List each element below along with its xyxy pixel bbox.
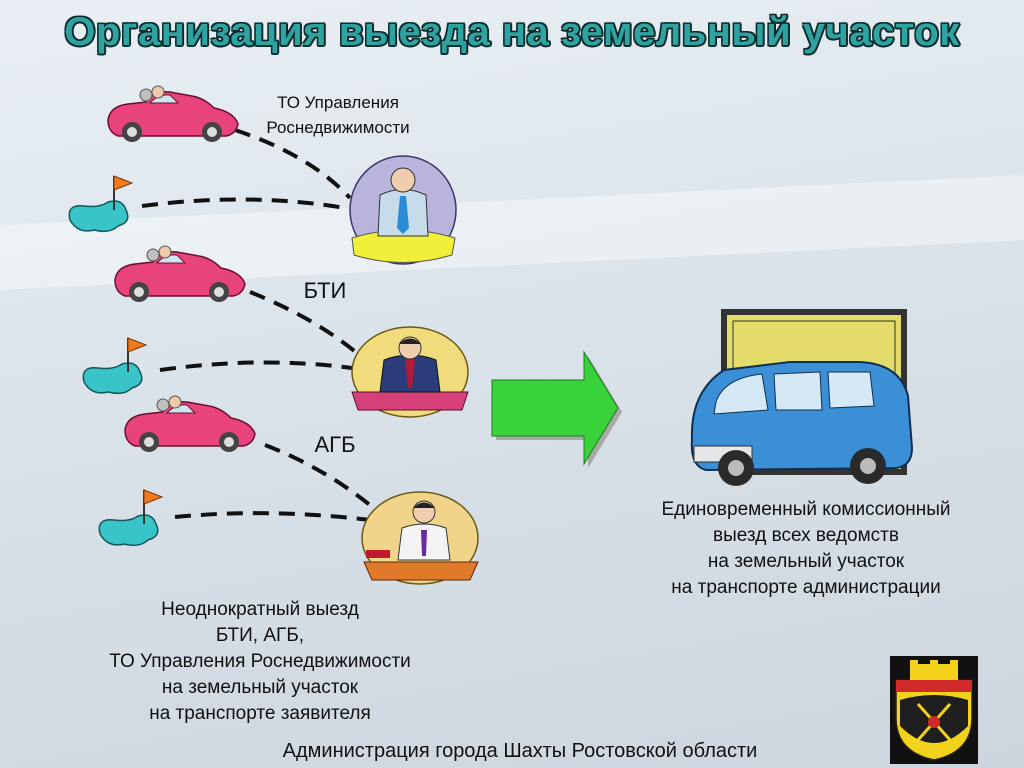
official-icon [349,155,457,265]
left-caption-line: на земельный участок [161,677,359,698]
right-caption-line: на транспорте администрации [671,577,941,598]
right-caption-line: Единовременный комиссионный [661,499,951,520]
label-rosreg: ТО Управления Роснедвижимости [238,90,438,140]
left-caption-line: Неоднократный выезд [161,599,359,620]
connector-lake2 [159,360,353,372]
connector-car3 [264,443,384,517]
right-caption-line: на земельный участок [707,551,905,572]
arrow-icon [491,350,622,468]
left-caption-line: на транспорте заявителя [149,703,371,724]
right-caption-line: выезд всех ведомств [713,525,899,546]
car-icon [114,245,246,303]
lake-flag-icon [68,175,133,233]
left-caption: Неоднократный выезд БТИ, АГБ, ТО Управле… [60,597,460,727]
lake-flag-icon [82,337,147,395]
car-icon [107,85,239,143]
coat-of-arms-icon [890,656,978,764]
lake-flag-icon [98,489,163,547]
connector-lake3 [174,511,371,522]
label-agb: АГБ [314,432,356,457]
official-icon [351,326,469,418]
label-rosreg-line1: ТО Управления [277,93,399,112]
label-bti: БТИ [303,278,347,303]
page-title: Организация выезда на земельный участок [64,10,960,54]
van-icon [690,309,914,486]
footer-text: Администрация города Шахты Ростовской об… [282,740,758,762]
left-caption-line: БТИ, АГБ, [215,625,305,646]
car-icon [124,395,256,453]
official-icon [361,491,479,585]
label-rosreg-line2: Роснедвижимости [266,118,410,137]
connector-car1 [234,128,352,200]
connector-lake1 [141,197,346,210]
right-caption: Единовременный комиссионный выезд всех в… [600,497,1012,601]
left-caption-line: ТО Управления Роснедвижимости [109,651,411,672]
